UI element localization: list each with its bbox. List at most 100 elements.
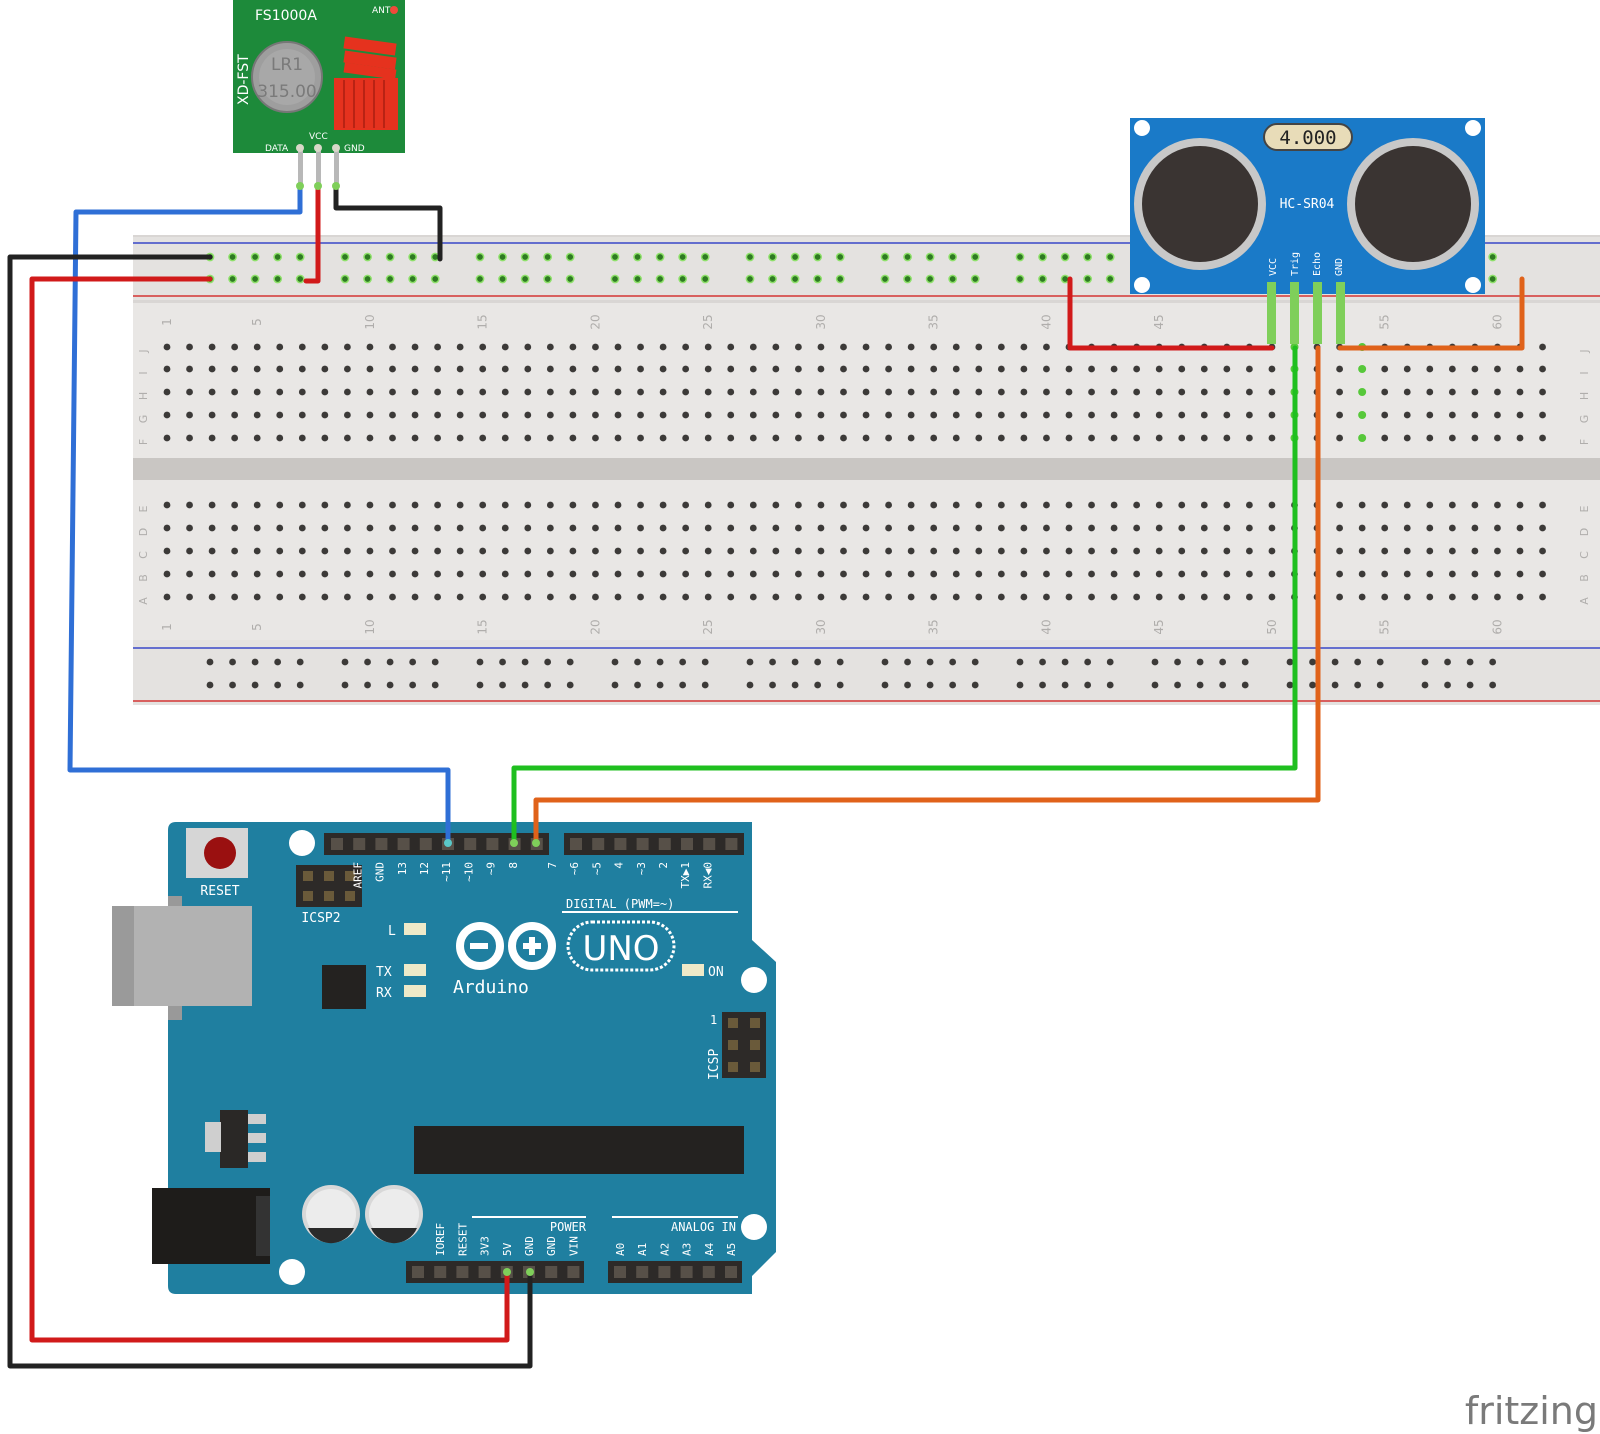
rail-hole	[544, 681, 552, 689]
header-socket	[725, 838, 738, 850]
bb-hole	[1336, 501, 1343, 509]
bb-hole	[276, 570, 284, 578]
bb-hole	[930, 365, 938, 373]
bb-hole	[1133, 501, 1141, 509]
bb-hole	[727, 365, 735, 373]
bb-hole	[1539, 365, 1546, 373]
col-number-top: 15	[476, 314, 490, 329]
bb-hole	[659, 411, 667, 419]
bb-hole	[907, 365, 915, 373]
bb-hole	[186, 434, 193, 442]
sensor-pin-label-trig: Trig	[1290, 252, 1301, 276]
bb-hole	[1088, 524, 1095, 532]
digital-pin-label: 7	[546, 862, 559, 869]
bb-hole	[1043, 547, 1050, 555]
rail-hole	[228, 274, 237, 284]
bb-hole	[1403, 524, 1411, 532]
rail-hole	[791, 681, 799, 689]
rail-hole	[1105, 274, 1115, 284]
power-pin-label: VIN	[567, 1236, 580, 1256]
model-label: UNO	[582, 929, 659, 969]
bb-hole	[163, 365, 171, 373]
capacitor-2	[365, 1185, 423, 1244]
rail-hole	[970, 252, 980, 262]
bb-hole	[208, 570, 216, 578]
bb-hole	[1043, 343, 1050, 351]
col-number-top: 55	[1378, 314, 1392, 329]
rail-hole	[430, 274, 440, 284]
bb-hole	[885, 547, 892, 555]
bb-hole	[952, 434, 960, 442]
bb-hole	[389, 570, 396, 578]
bb-hole	[411, 547, 419, 555]
rail-hole	[1488, 274, 1498, 284]
wire-red-sensor-vcc	[1067, 276, 1275, 351]
bb-hole	[1494, 365, 1501, 373]
bb-hole	[479, 524, 487, 532]
bb-hole	[366, 388, 374, 396]
bb-hole	[344, 388, 351, 396]
rail-hole	[610, 252, 620, 262]
header-socket	[658, 838, 671, 850]
rail-hole	[1105, 252, 1115, 262]
col-number-bottom: 55	[1378, 619, 1392, 634]
bb-hole	[840, 411, 847, 419]
rail-hole	[340, 252, 350, 262]
col-number-bottom: 25	[701, 619, 715, 634]
rail-hole	[1038, 274, 1047, 284]
header-socket	[658, 1266, 671, 1278]
bb-hole	[321, 593, 329, 601]
col-number-top: 30	[814, 314, 828, 329]
bb-hole	[592, 524, 599, 532]
bb-hole	[231, 547, 239, 555]
bb-hole	[1133, 524, 1141, 532]
bb-hole	[1426, 365, 1434, 373]
bb-hole	[1088, 411, 1095, 419]
bb-hole	[1516, 411, 1524, 419]
rail-hole	[768, 252, 777, 262]
bb-hole	[1358, 501, 1366, 509]
bb-hole	[862, 434, 870, 442]
bb-hole	[1020, 524, 1028, 532]
bb-hole	[1268, 570, 1276, 578]
bb-hole	[1178, 501, 1186, 509]
reset-button: RESET	[186, 828, 248, 899]
bb-hole	[1403, 411, 1411, 419]
bb-hole	[434, 547, 441, 555]
bb-hole	[592, 547, 599, 555]
bb-hole	[231, 501, 239, 509]
rail-hole	[295, 274, 305, 284]
rail-hole	[1151, 658, 1159, 666]
bb-hole	[997, 593, 1005, 601]
rail-hole	[385, 274, 395, 284]
bb-hole	[344, 547, 351, 555]
bb-hole	[344, 501, 351, 509]
bb-hole	[862, 365, 870, 373]
rail-hole	[1219, 658, 1227, 666]
bb-hole	[321, 411, 329, 419]
power-jack	[152, 1188, 270, 1264]
bb-hole	[1539, 434, 1546, 442]
bb-hole	[1426, 593, 1434, 601]
bb-hole	[1043, 501, 1050, 509]
rail-hole	[1309, 658, 1316, 666]
bb-hole	[1155, 524, 1163, 532]
rail-hole	[634, 681, 641, 689]
breadboard: 1155101015152020252530303535404045455050…	[133, 235, 1600, 705]
bb-hole	[930, 593, 938, 601]
bb-hole	[1043, 411, 1050, 419]
bb-hole	[321, 343, 329, 351]
bb-hole	[885, 365, 892, 373]
header-socket	[434, 1266, 447, 1278]
usb-connector	[112, 896, 252, 1020]
rail-hole	[835, 252, 845, 262]
bb-hole	[298, 343, 306, 351]
wire-orange-sensor-gnd	[1337, 276, 1525, 351]
bb-hole	[682, 388, 690, 396]
bb-hole	[952, 365, 960, 373]
bb-hole	[930, 343, 938, 351]
bb-hole	[1494, 411, 1501, 419]
power-label: POWER	[550, 1220, 587, 1234]
rf-transmitter-module: FS1000A ANT XD-FST LR1 315.00 DATA VCC G…	[233, 0, 405, 186]
rail-hole	[340, 274, 350, 284]
